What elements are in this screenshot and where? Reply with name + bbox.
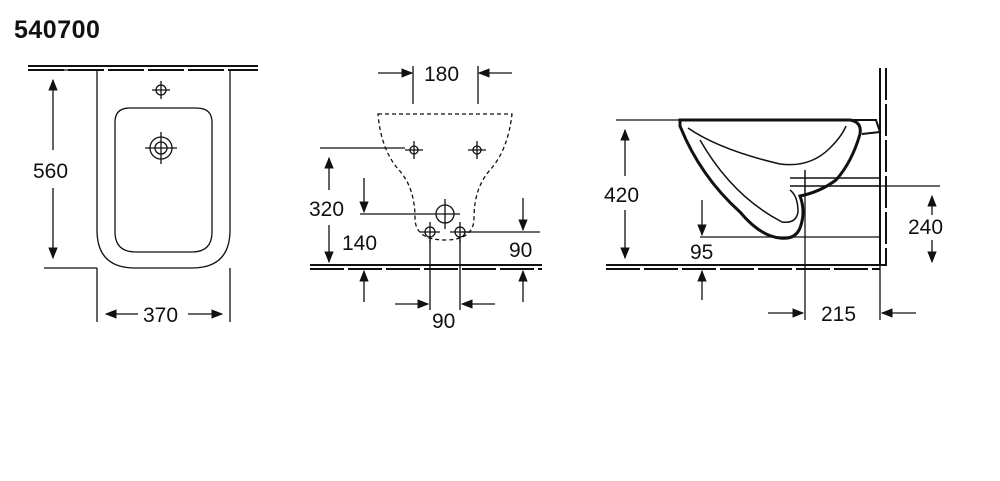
fixing-hole-right-icon: [468, 141, 486, 159]
side-rim-height-label: 420: [604, 184, 639, 207]
front-view: [28, 65, 258, 322]
side-floor-offset-label: 95: [690, 241, 713, 264]
front-wall-line: [28, 65, 258, 71]
supply-left-icon: [420, 222, 440, 242]
rear-drain-icon: [430, 199, 460, 229]
front-height-label: 560: [33, 160, 68, 183]
side-floor-line: [606, 264, 886, 270]
side-projection-label: 215: [821, 303, 856, 326]
side-bowl-inner: [687, 125, 847, 166]
front-width-label: 370: [143, 304, 178, 327]
drain-icon: [145, 132, 177, 164]
fixing-hole-left-icon: [405, 141, 423, 159]
front-bidet-outline: [96, 70, 231, 269]
rear-view: [310, 66, 542, 310]
rear-supply-height-label: 140: [342, 232, 377, 255]
rear-bidet-outline: [377, 113, 513, 241]
rear-bottom-spacing-label: 90: [432, 310, 455, 333]
tap-hole-icon: [152, 81, 170, 99]
side-outlet-height-label: 240: [908, 216, 943, 239]
side-view: [606, 68, 940, 320]
rear-top-spacing-label: 180: [424, 63, 459, 86]
rear-drain-height-label: 90: [509, 239, 532, 262]
product-number: 540700: [14, 16, 101, 44]
rear-fixing-height-label: 320: [309, 198, 344, 221]
rear-floor-line: [310, 264, 542, 270]
side-bidet-outline: [678, 118, 862, 240]
front-bowl-outline: [114, 107, 213, 253]
side-wall: [879, 68, 887, 266]
